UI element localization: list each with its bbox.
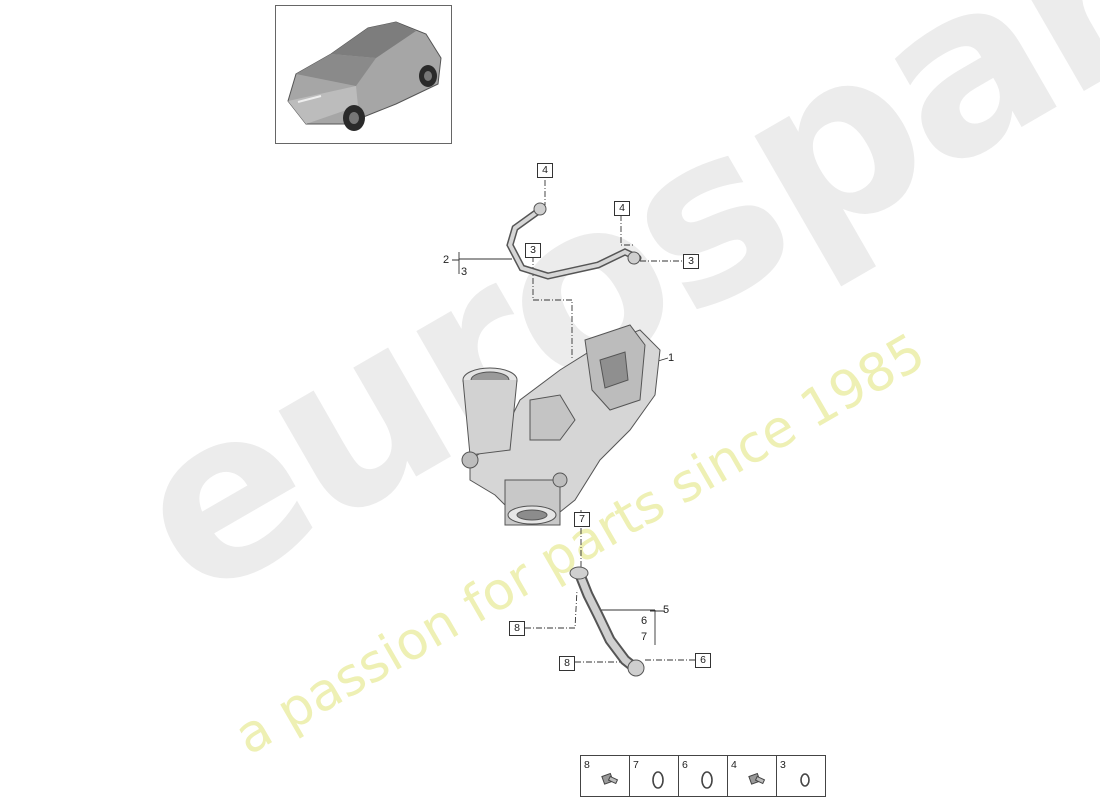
legend-number: 7 (633, 759, 639, 771)
callout-2-sub: 3 (461, 266, 468, 278)
o-ring-icon (652, 771, 664, 789)
callout-4-right[interactable]: 4 (614, 201, 630, 216)
legend-cell-3[interactable]: 3 (777, 756, 825, 796)
callout-6[interactable]: 6 (695, 653, 711, 668)
o-ring-icon (701, 771, 713, 789)
legend-number: 4 (731, 759, 737, 771)
legend-cell-4[interactable]: 4 (728, 756, 777, 796)
legend-number: 6 (682, 759, 688, 771)
callout-2[interactable]: 2 (443, 254, 450, 266)
bolt-icon (601, 772, 619, 785)
callout-8-low[interactable]: 8 (559, 656, 575, 671)
small-parts-legend: 8 7 6 4 3 (580, 755, 826, 797)
legend-cell-6[interactable]: 6 (679, 756, 728, 796)
oil-feed-line[interactable] (506, 202, 642, 280)
oil-return-line[interactable] (569, 566, 645, 677)
legend-number: 3 (780, 759, 786, 771)
vehicle-thumbnail[interactable] (275, 5, 452, 144)
turbocharger[interactable] (461, 324, 661, 526)
callout-3-left[interactable]: 3 (525, 243, 541, 258)
callout-8-mid[interactable]: 8 (509, 621, 525, 636)
callout-3-right[interactable]: 3 (683, 254, 699, 269)
o-ring-icon (800, 773, 810, 787)
callout-5-sub-1: 6 (641, 615, 648, 627)
callout-1[interactable]: 1 (668, 352, 675, 364)
legend-cell-7[interactable]: 7 (630, 756, 679, 796)
callout-5-sub-2: 7 (641, 631, 648, 643)
legend-number: 8 (584, 759, 590, 771)
callout-5[interactable]: 5 (663, 604, 670, 616)
vehicle-thumbnail-icon (287, 21, 442, 131)
callout-4-top[interactable]: 4 (537, 163, 553, 178)
bolt-icon (748, 772, 766, 785)
legend-cell-8[interactable]: 8 (581, 756, 630, 796)
callout-7[interactable]: 7 (574, 512, 590, 527)
